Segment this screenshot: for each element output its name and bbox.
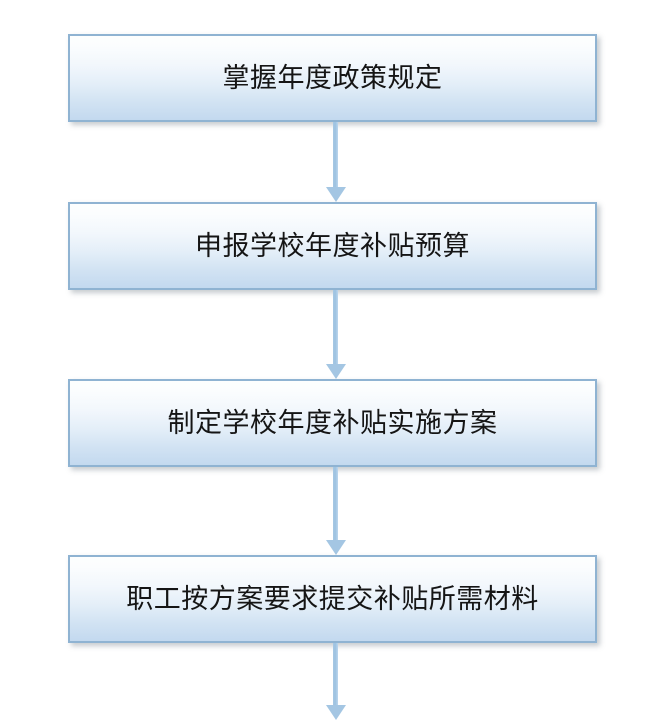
flowchart-node-3-label: 制定学校年度补贴实施方案 [167,407,498,439]
flowchart-connector-2-to-3 [326,290,346,379]
connector-line [333,467,338,541]
flowchart-connector-4-to-next [326,643,346,720]
flowchart-node-1-label: 掌握年度政策规定 [222,62,443,94]
down-arrow-icon [326,364,346,379]
flowchart-node-4[interactable]: 职工按方案要求提交补贴所需材料 [68,555,597,643]
down-arrow-icon [326,187,346,202]
flowchart-node-4-label: 职工按方案要求提交补贴所需材料 [126,583,539,615]
flowchart-node-1[interactable]: 掌握年度政策规定 [68,34,597,122]
flowchart-connector-1-to-2 [326,122,346,202]
connector-line [333,290,338,365]
flowchart-node-3[interactable]: 制定学校年度补贴实施方案 [68,379,597,467]
flowchart-node-2[interactable]: 申报学校年度补贴预算 [68,202,597,290]
down-arrow-icon [326,540,346,555]
down-arrow-icon [326,705,346,720]
connector-line [333,643,338,706]
flowchart-node-2-label: 申报学校年度补贴预算 [195,230,470,262]
connector-line [333,122,338,188]
flowchart-connector-3-to-4 [326,467,346,555]
